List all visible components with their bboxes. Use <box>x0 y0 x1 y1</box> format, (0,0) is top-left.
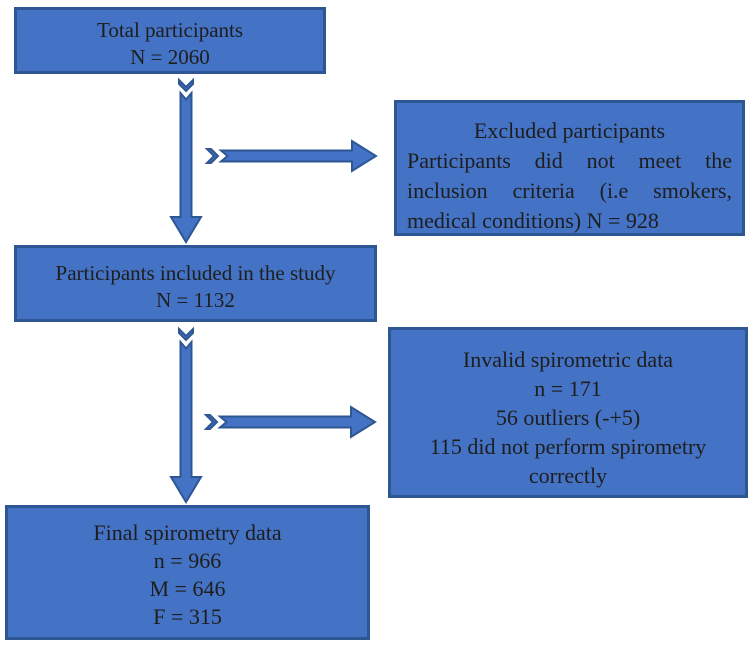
box-count: N = 1132 <box>156 288 235 312</box>
box-final-spirometry-data: Final spirometry data n = 966 M = 646 F … <box>5 505 370 640</box>
arrow-body-down-icon <box>169 339 203 504</box>
box-total-participants: Total participants N = 2060 <box>14 7 326 74</box>
box-line: inclusion criteria (i.e smokers, <box>407 178 732 203</box>
arrow-included-to-final <box>169 326 203 504</box>
arrow-body-right-icon <box>217 405 377 439</box>
arrow-tail-chevron-icon <box>204 148 220 164</box>
arrow-tail-chevron-icon <box>178 326 194 342</box>
box-line: medical conditions) N = 928 <box>407 208 659 233</box>
box-count-female: F = 315 <box>153 604 222 629</box>
box-line: correctly <box>528 463 608 488</box>
box-line: 56 outliers (-+5) <box>495 405 641 430</box>
arrow-included-to-invalid <box>203 405 377 439</box>
box-title: Excluded participants <box>473 118 666 143</box>
box-line: 115 did not perform spirometry <box>429 434 707 459</box>
box-line: Participants included in the study <box>55 261 336 285</box>
box-invalid-spirometric-data: Invalid spirometric data n = 171 56 outl… <box>388 327 748 498</box>
arrow-tail-chevron-icon <box>203 414 219 430</box>
arrow-total-to-excluded <box>204 139 378 173</box>
box-excluded-participants: Excluded participants Participants did n… <box>394 100 745 236</box>
box-line: Total participants <box>96 18 244 42</box>
box-count-male: M = 646 <box>149 576 226 601</box>
arrow-total-to-included <box>169 77 203 244</box>
arrow-body-right-icon <box>218 139 378 173</box>
box-title: Final spirometry data <box>93 520 282 545</box>
box-line: Participants did not meet the <box>407 148 732 173</box>
box-title: Invalid spirometric data <box>462 347 674 372</box>
box-count: n = 171 <box>534 376 602 401</box>
arrow-body-down-icon <box>169 90 203 244</box>
box-count: N = 2060 <box>130 45 210 69</box>
box-count: n = 966 <box>153 548 222 573</box>
arrow-tail-chevron-icon <box>178 77 194 93</box>
box-included-participants: Participants included in the study N = 1… <box>14 245 377 322</box>
